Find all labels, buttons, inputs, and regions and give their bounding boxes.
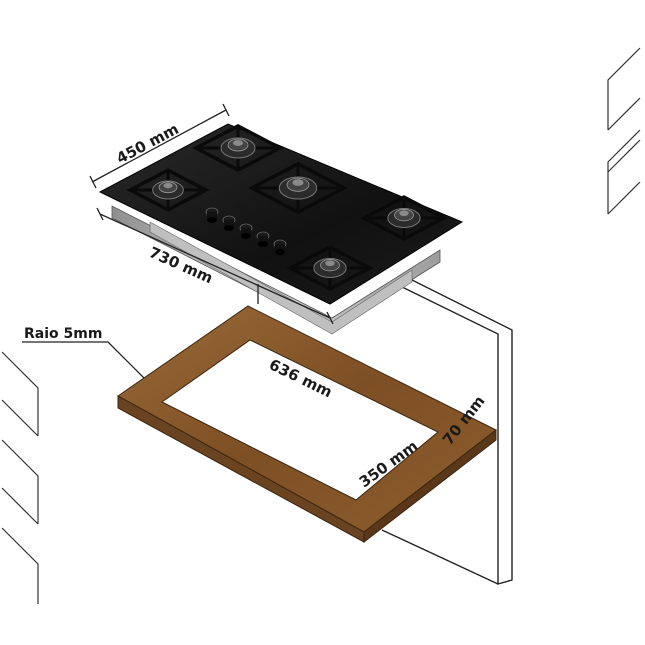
radius-label: Raio 5mm bbox=[24, 326, 102, 342]
knob bbox=[273, 239, 287, 255]
burner bbox=[286, 245, 374, 291]
burner bbox=[248, 161, 348, 215]
burner bbox=[360, 195, 448, 241]
burner bbox=[192, 124, 284, 172]
cooktop-glass-top bbox=[98, 123, 464, 305]
dimension-lines bbox=[22, 103, 334, 395]
knob bbox=[205, 207, 219, 223]
burners bbox=[126, 124, 448, 291]
control-knobs bbox=[205, 207, 287, 255]
wall-sketch-right bbox=[607, 47, 641, 215]
knob bbox=[256, 231, 270, 247]
knob bbox=[239, 223, 253, 239]
knob bbox=[222, 215, 236, 231]
wall-sketch-left bbox=[1, 351, 39, 604]
countertop-cutout-frame bbox=[117, 305, 497, 544]
burner bbox=[126, 168, 210, 212]
